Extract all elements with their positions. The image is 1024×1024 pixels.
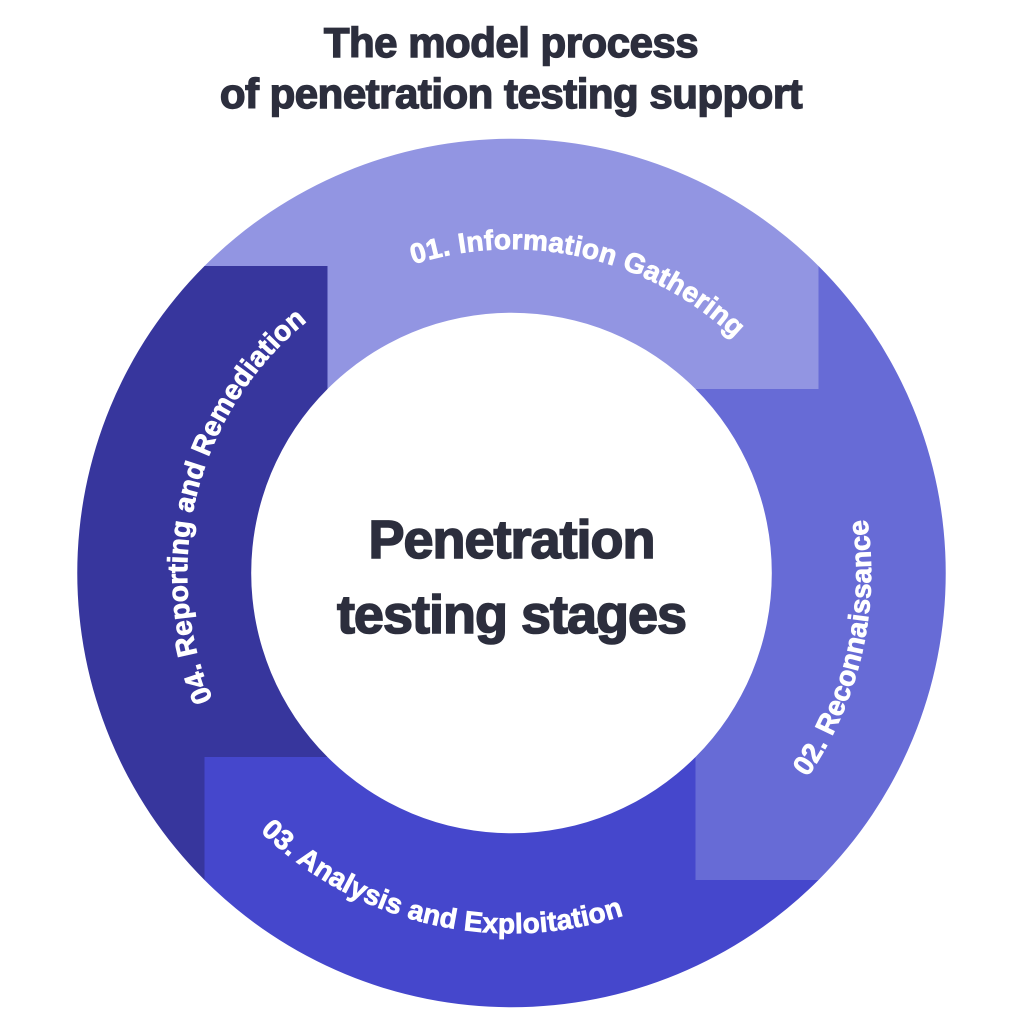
segment-tab-04 (204, 266, 328, 389)
segment-arc-03 (204, 757, 819, 1008)
segment-tab-01 (695, 266, 819, 389)
segment-tab-03 (204, 757, 328, 880)
diagram-title-line1: The model process (324, 19, 698, 66)
center-label-line2: testing stages (337, 585, 686, 645)
segment-arc-04 (77, 266, 328, 880)
center-label-line1: Penetration (368, 510, 654, 570)
diagram-title-line2: of penetration testing support (220, 70, 803, 117)
segment-arc-02 (695, 266, 946, 880)
segment-tab-02 (695, 757, 819, 880)
segment-arc-01 (204, 138, 819, 389)
